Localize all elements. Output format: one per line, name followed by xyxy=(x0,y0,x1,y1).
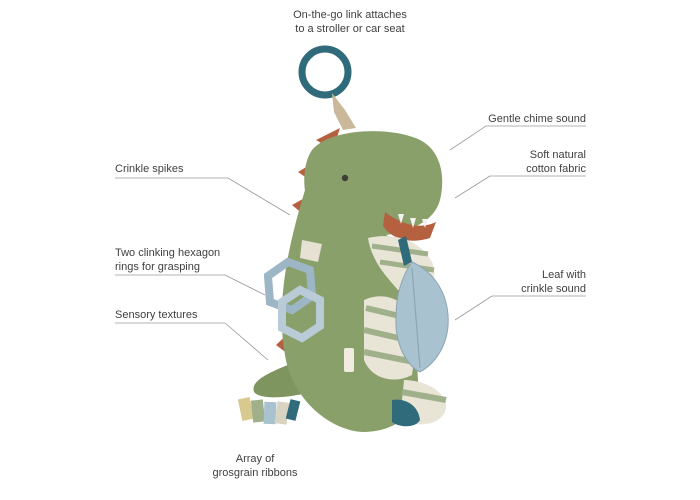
dino-mouth xyxy=(383,212,436,241)
leader-line-cotton xyxy=(454,175,491,199)
crinkle-leaf-icon xyxy=(395,261,449,373)
strap xyxy=(398,236,412,266)
dino-eye-icon xyxy=(341,174,349,182)
dino-teeth xyxy=(398,214,428,228)
leader-lines xyxy=(115,125,586,361)
callout-chime-text: Gentle chime sound xyxy=(488,113,586,125)
callout-cotton-line-2: cotton fabric xyxy=(526,163,586,175)
leader-line-spikes xyxy=(227,177,291,216)
leader-line-rings xyxy=(224,274,266,296)
leader-line-sensory xyxy=(224,322,269,361)
callout-sensory-text: Sensory textures xyxy=(115,309,198,321)
callout-leaf-line-2: crinkle sound xyxy=(521,283,586,295)
callout-cotton: Soft natural cotton fabric xyxy=(526,148,586,176)
callout-spikes-text: Crinkle spikes xyxy=(115,163,184,175)
leaf-vein xyxy=(411,267,421,369)
callout-rings: Two clinking hexagon rings for grasping xyxy=(115,246,220,274)
dino-head xyxy=(304,131,443,237)
hexagon-rings-icon xyxy=(263,240,324,343)
brand-tag xyxy=(344,348,354,372)
callout-leaf: Leaf with crinkle sound xyxy=(521,268,586,296)
callout-sensory: Sensory textures xyxy=(115,308,198,322)
callout-link-line-1: On-the-go link attaches xyxy=(293,9,407,21)
leader-line-chime xyxy=(449,125,487,151)
leader-line-leaf xyxy=(454,295,493,321)
callout-spikes: Crinkle spikes xyxy=(115,162,183,176)
callout-ribbons-line-1: Array of xyxy=(235,453,275,465)
callout-leaf-line-1: Leaf with xyxy=(541,269,586,281)
callout-rings-line-2: rings for grasping xyxy=(115,261,200,273)
fabric-loop xyxy=(332,93,356,130)
callout-ribbons-line-2: grosgrain ribbons xyxy=(212,467,298,479)
callout-ribbons: Array of grosgrain ribbons xyxy=(205,452,305,480)
callout-chime: Gentle chime sound xyxy=(488,112,586,126)
callout-link: On-the-go link attaches to a stroller or… xyxy=(250,8,450,36)
link-ring-icon xyxy=(298,45,352,99)
grosgrain-ribbons xyxy=(237,396,301,425)
callout-cotton-line-1: Soft natural xyxy=(529,149,586,161)
callout-link-line-2: to a stroller or car seat xyxy=(295,23,405,35)
callout-rings-line-1: Two clinking hexagon xyxy=(115,247,221,259)
